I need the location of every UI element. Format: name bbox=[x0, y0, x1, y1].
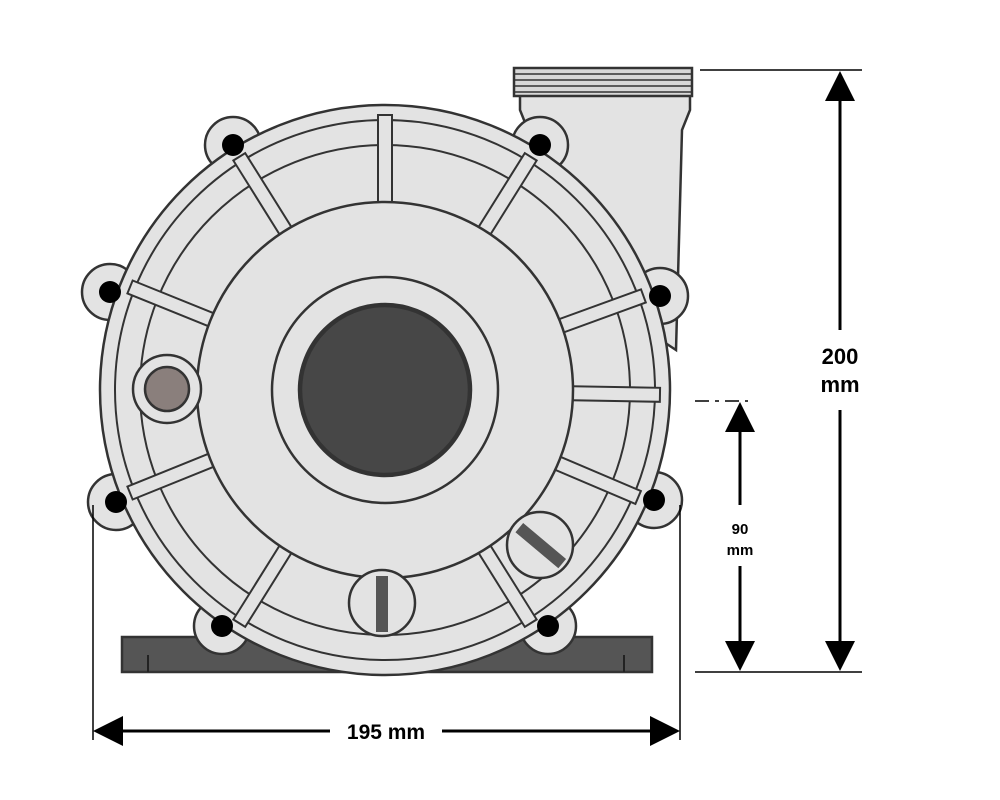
width-label: 195 mm bbox=[347, 721, 425, 744]
inlet-port bbox=[299, 304, 471, 476]
ribs bbox=[126, 114, 662, 629]
shaft-height-label-value: 90 bbox=[732, 521, 749, 538]
bolt-holes bbox=[99, 134, 671, 637]
shaft-height-label-unit: mm bbox=[727, 542, 754, 559]
drain-plug bbox=[131, 353, 203, 425]
pump-drawing bbox=[80, 66, 694, 677]
total-height-label-unit: mm bbox=[820, 372, 859, 397]
total-height-label-value: 200 bbox=[822, 344, 859, 369]
dimension-lines bbox=[92, 69, 862, 746]
angled-plug bbox=[505, 510, 575, 580]
bottom-plug bbox=[347, 568, 417, 638]
